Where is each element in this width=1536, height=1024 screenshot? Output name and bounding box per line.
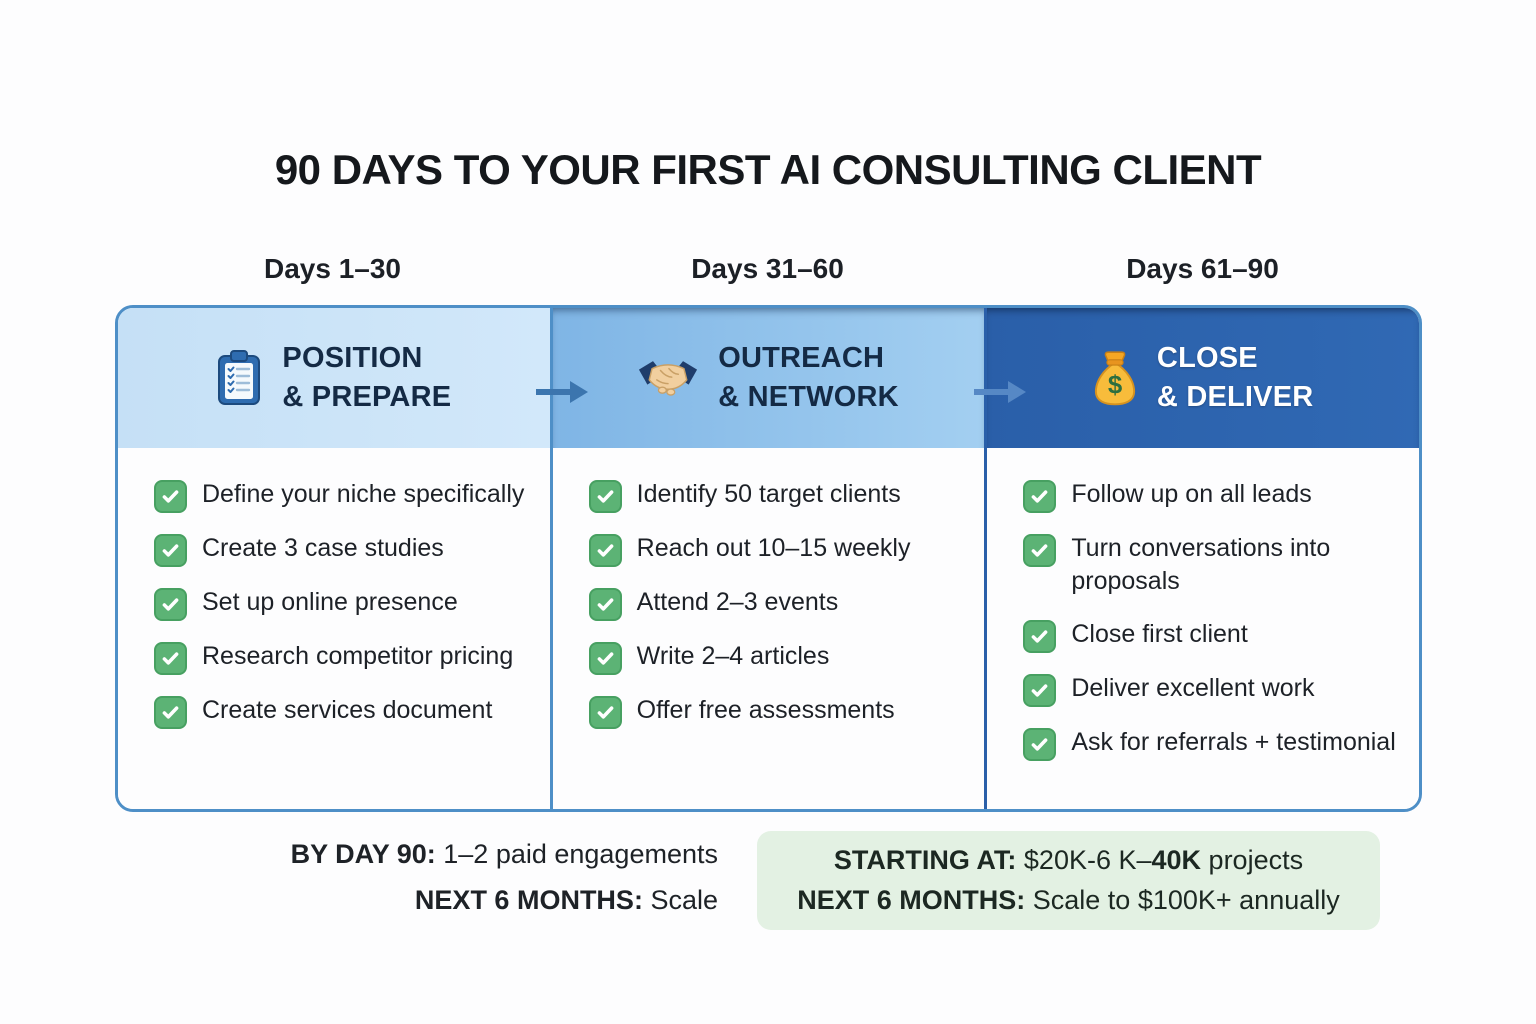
checkbox-checked-icon (588, 642, 622, 675)
list-item-label: Identify 50 target clients (636, 480, 901, 508)
highlight-next-6-months: NEXT 6 MONTHS: Scale to $100K+ annually (797, 885, 1340, 916)
column-title-close-deliver: CLOSE & DELIVER (1157, 339, 1314, 417)
list-item: Create services document (154, 694, 530, 729)
list-item-label: Close first client (1071, 619, 1248, 648)
checkbox-checked-icon (1023, 534, 1057, 567)
column-position-prepare: POSITION & PREPARE Define your niche spe… (118, 308, 550, 809)
list-item: Identify 50 target clients (588, 478, 965, 513)
list-item-label: Turn conversations into proposals (1071, 534, 1331, 596)
arrow-right-icon (534, 374, 590, 410)
page-title: 90 DAYS TO YOUR FIRST AI CONSULTING CLIE… (274, 146, 1262, 193)
list-item: Ask for referrals + testimonial (1023, 726, 1399, 761)
money-bag-icon: $ (1093, 350, 1137, 406)
list-item: Follow up on all leads (1023, 478, 1399, 513)
arrow-right-icon (972, 374, 1028, 410)
column-header-close-deliver: $ CLOSE & DELIVER (987, 308, 1419, 448)
highlight-value-post: projects (1208, 845, 1304, 875)
list-item: Attend 2–3 events (588, 586, 965, 621)
list-item-label: Set up online presence (202, 588, 458, 616)
list-item-label: Create services document (202, 696, 493, 724)
highlight-label: NEXT 6 MONTHS: (797, 885, 1026, 915)
column-title-outreach-network: OUTREACH & NETWORK (718, 339, 899, 417)
period-label-days-61-90: Days 61–90 (1126, 253, 1279, 284)
highlight-value-pre: $20K-6 K– (1023, 845, 1152, 875)
list-item: Deliver excellent work (1023, 672, 1399, 707)
list-item-label: Write 2–4 articles (636, 642, 830, 670)
highlight-label: STARTING AT: (833, 845, 1017, 875)
column-title-line2: & DELIVER (1156, 381, 1314, 413)
list-item: Set up online presence (154, 586, 530, 621)
period-label-days-1-30: Days 1–30 (263, 253, 401, 284)
list-item-label: Reach out 10–15 weekly (636, 534, 911, 562)
list-item: Offer free assessments (588, 694, 965, 729)
column-title-line1: POSITION (282, 341, 423, 374)
list-item-label: Follow up on all leads (1071, 480, 1312, 508)
checkbox-checked-icon (154, 696, 187, 729)
roadmap-table: POSITION & PREPARE Define your niche spe… (115, 305, 1422, 812)
footer-label: BY DAY 90: (290, 839, 436, 869)
checkbox-checked-icon (588, 534, 622, 567)
list-item-label: Ask for referrals + testimonial (1071, 727, 1396, 756)
highlight-starting-at: STARTING AT: $20K-6 K–40K projects (834, 845, 1303, 876)
list-item: Research competitor pricing (154, 640, 530, 675)
checkbox-checked-icon (588, 480, 622, 513)
list-item: Write 2–4 articles (588, 640, 965, 675)
checkbox-checked-icon (588, 588, 622, 621)
checkbox-checked-icon (1023, 619, 1057, 653)
list-item: Create 3 case studies (154, 532, 530, 567)
list-item: Turn conversations into proposals (1023, 532, 1399, 599)
checklist-position-prepare: Define your niche specifically Create 3 … (118, 448, 550, 809)
checkbox-checked-icon (154, 534, 187, 567)
list-item: Close first client (1023, 618, 1399, 653)
footer-summary-left: BY DAY 90: 1–2 paid engagements NEXT 6 M… (115, 839, 718, 916)
column-title-line1: OUTREACH (718, 341, 885, 374)
checkbox-checked-icon (588, 696, 622, 729)
column-outreach-network: OUTREACH & NETWORK Identify 50 target cl… (549, 308, 985, 809)
column-header-position-prepare: POSITION & PREPARE (118, 308, 550, 448)
highlight-value: Scale to $100K+ annually (1032, 885, 1340, 915)
period-label-days-31-60: Days 31–60 (691, 253, 844, 284)
checkbox-checked-icon (154, 480, 187, 513)
list-item: Define your niche specifically (154, 478, 530, 513)
checkbox-checked-icon (154, 588, 187, 621)
checkbox-checked-icon (1023, 673, 1057, 707)
svg-text:$: $ (1108, 371, 1122, 399)
footer-highlight-box: STARTING AT: $20K-6 K–40K projects NEXT … (757, 831, 1380, 930)
column-title-line2: & PREPARE (282, 381, 452, 413)
highlight-value-bold: 40K (1151, 845, 1202, 875)
column-close-deliver: $ CLOSE & DELIVER Follow up on all leads… (984, 308, 1419, 809)
checkbox-checked-icon (1023, 727, 1057, 761)
handshake-icon (638, 357, 698, 399)
column-title-line1: CLOSE (1156, 341, 1258, 374)
footer-by-day-90: BY DAY 90: 1–2 paid engagements (115, 839, 718, 870)
list-item-label: Create 3 case studies (202, 534, 444, 562)
list-item-label: Offer free assessments (636, 696, 895, 724)
checklist-outreach-network: Identify 50 target clients Reach out 10–… (552, 448, 985, 809)
footer-label: NEXT 6 MONTHS: (414, 885, 643, 915)
list-item-label: Define your niche specifically (202, 480, 525, 508)
list-item: Reach out 10–15 weekly (588, 532, 965, 567)
list-item-label: Deliver excellent work (1071, 673, 1315, 702)
footer-next-6-months: NEXT 6 MONTHS: Scale (115, 885, 718, 916)
checkbox-checked-icon (1023, 480, 1057, 513)
column-header-outreach-network: OUTREACH & NETWORK (552, 308, 985, 448)
column-title-position-prepare: POSITION & PREPARE (282, 339, 451, 417)
checklist-close-deliver: Follow up on all leads Turn conversation… (987, 448, 1419, 809)
list-item-label: Research competitor pricing (202, 642, 514, 670)
footer-value: 1–2 paid engagements (443, 839, 718, 869)
checkbox-checked-icon (154, 642, 187, 675)
column-title-line2: & NETWORK (718, 381, 899, 413)
footer-value: Scale (650, 885, 718, 915)
clipboard-icon (216, 349, 262, 407)
list-item-label: Attend 2–3 events (636, 588, 839, 616)
